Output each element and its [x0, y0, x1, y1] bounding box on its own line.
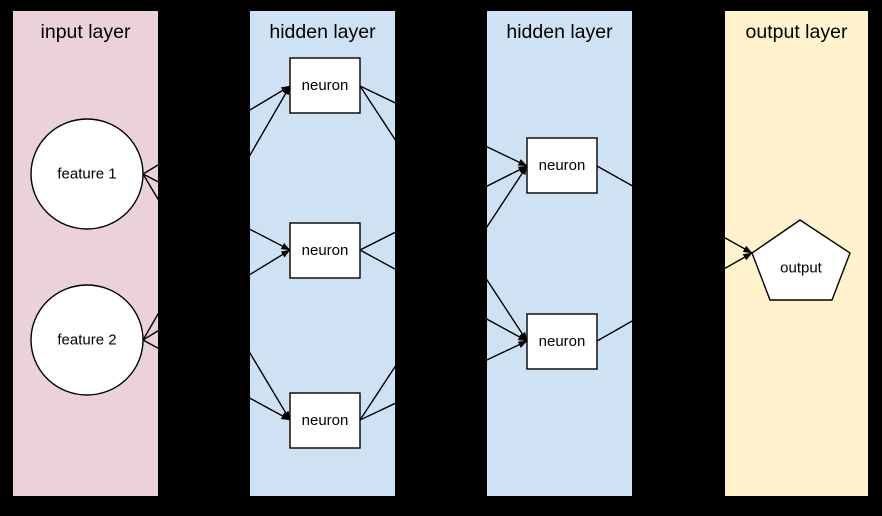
edge-feature2-h1n3 [142, 339, 291, 421]
edge-h2n1-output [596, 165, 753, 254]
node-label-h1-neuron1: neuron [302, 77, 349, 94]
edge-feature2-h1n1 [142, 85, 291, 341]
layer-title-hidden2: hidden layer [506, 21, 613, 43]
node-label-h1-neuron3: neuron [302, 412, 349, 429]
nodes-group: feature 1 feature 2 neuron neuron neuron neur… [30, 57, 851, 449]
edge-feature1-h1n3 [142, 173, 291, 421]
edge-h1n1-h2n1 [359, 85, 528, 167]
node-h2-neuron2 [526, 313, 598, 370]
edge-h2n2-output [596, 252, 753, 342]
layer-panel-hidden2 [487, 11, 632, 496]
edge-h1n3-h2n2 [359, 340, 528, 421]
node-h1-neuron3 [289, 392, 361, 449]
edge-h1n2-h2n1 [359, 165, 528, 251]
layer-title-hidden1: hidden layer [269, 21, 376, 43]
node-h1-neuron1 [289, 57, 361, 114]
edge-h1n3-h2n1 [359, 165, 528, 421]
layer-panels-group: input layer hidden layer hidden layer outpu… [13, 11, 868, 496]
node-label-output-node: output [780, 260, 823, 277]
node-label-h2-neuron1: neuron [539, 157, 586, 174]
connector-edges-group [142, 85, 753, 421]
layer-title-output: output layer [746, 21, 848, 43]
node-label-h1-neuron2: neuron [302, 242, 349, 259]
node-label-feature2: feature 2 [57, 332, 116, 349]
node-label-h2-neuron2: neuron [539, 333, 586, 350]
node-feature1 [30, 118, 144, 230]
node-feature2 [30, 284, 144, 396]
node-h2-neuron1 [526, 137, 598, 194]
node-h1-neuron2 [289, 222, 361, 279]
edge-feature2-h1n2 [142, 249, 291, 341]
edge-h1n2-h2n2 [359, 249, 528, 342]
layer-title-input: input layer [41, 21, 131, 43]
node-output-node [751, 219, 851, 301]
node-label-feature1: feature 1 [57, 166, 116, 183]
edge-feature1-h1n1 [142, 85, 291, 175]
layer-panel-input [13, 11, 158, 496]
edge-h1n1-h2n2 [359, 85, 528, 342]
